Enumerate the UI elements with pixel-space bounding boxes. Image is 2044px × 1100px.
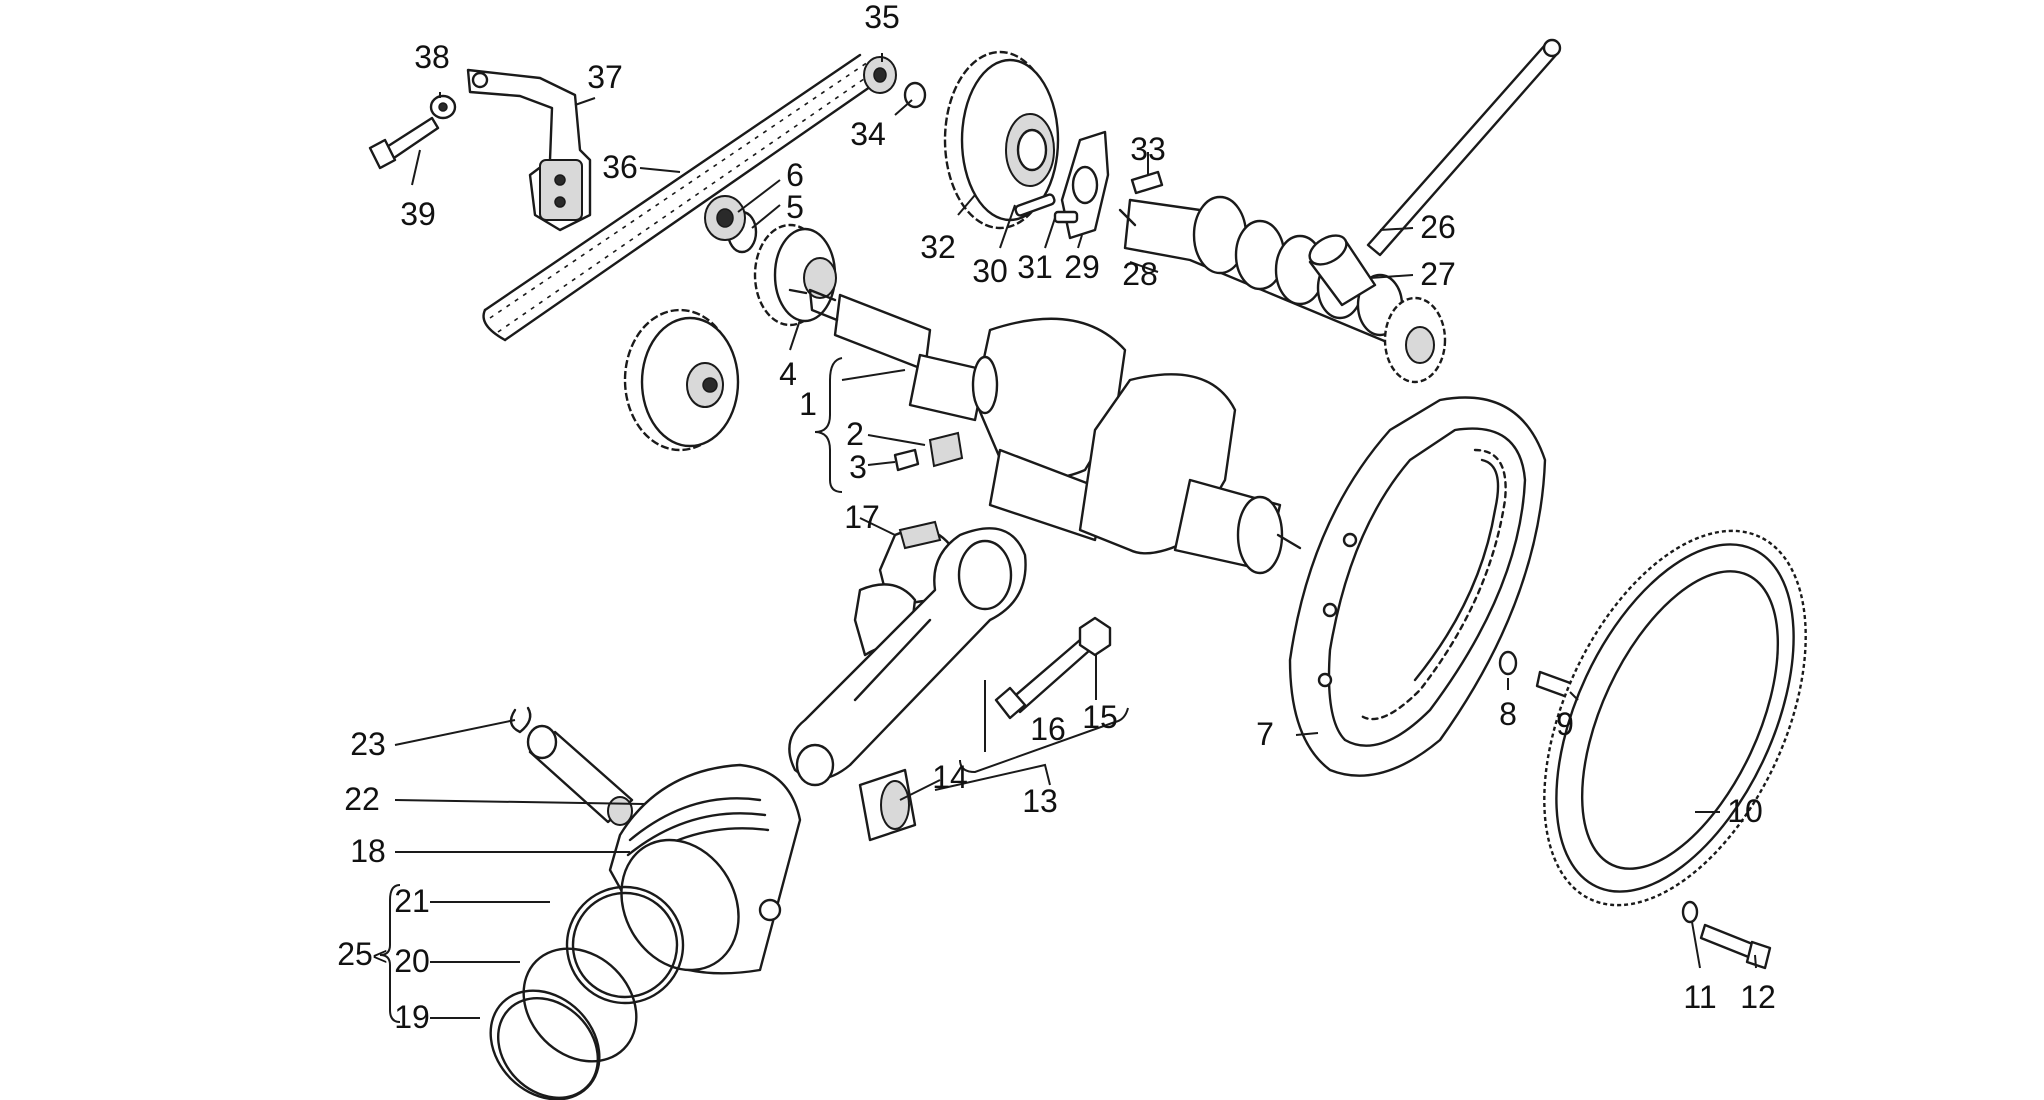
callout-39: 39 [400, 196, 436, 232]
leader-lines [379, 53, 1757, 1023]
callout-38: 38 [414, 39, 450, 75]
washer-11 [1681, 900, 1699, 924]
callout-7: 7 [1256, 716, 1274, 752]
callout-3: 3 [849, 449, 867, 485]
callout-17: 17 [844, 499, 880, 535]
tappet-27 [1308, 234, 1377, 307]
bearing-3 [893, 448, 920, 472]
callout-6: 6 [786, 157, 804, 193]
nut-15 [1078, 616, 1112, 657]
callout-33: 33 [1130, 131, 1166, 167]
crank-sprocket-4 [753, 223, 837, 327]
callout-13: 13 [1022, 783, 1058, 819]
crankshaft-1 [788, 288, 1302, 575]
callout-25: 25 [337, 936, 373, 972]
callout-9: 9 [1556, 706, 1574, 742]
callout-23: 23 [350, 726, 386, 762]
bolt-12 [1699, 923, 1772, 970]
nut-6 [704, 195, 746, 241]
callout-27: 27 [1420, 256, 1456, 292]
callout-12: 12 [1740, 979, 1776, 1015]
oil-pump-sprocket [623, 308, 740, 452]
bush-14 [858, 768, 917, 842]
callout-30: 30 [972, 253, 1008, 289]
callout-31: 31 [1017, 249, 1053, 285]
callout-32: 32 [920, 229, 956, 265]
callout-16: 16 [1030, 711, 1066, 747]
callout-35: 35 [864, 0, 900, 35]
callout-19: 19 [394, 999, 430, 1035]
callout-1: 1 [799, 386, 817, 422]
piston-ring-19 [489, 989, 601, 1100]
callout-2: 2 [846, 416, 864, 452]
callout-18: 18 [350, 833, 386, 869]
callout-5: 5 [786, 189, 804, 225]
callout-labels: 1 2 3 4 5 6 7 8 9 10 11 12 13 14 15 16 1… [337, 0, 1776, 1035]
ring-gear-10 [1543, 529, 1807, 907]
callout-20: 20 [394, 943, 430, 979]
callout-22: 22 [344, 781, 380, 817]
callout-8: 8 [1499, 696, 1517, 732]
connecting-rod-13 [788, 527, 1027, 787]
timing-chain [482, 53, 882, 342]
bearing-2 [928, 431, 964, 468]
callout-37: 37 [587, 59, 623, 95]
piston-18 [608, 763, 802, 975]
pin-31 [1053, 210, 1079, 224]
key-33 [1130, 170, 1164, 195]
callout-15: 15 [1082, 699, 1118, 735]
circlip-23 [509, 706, 532, 734]
push-rod-26 [1366, 38, 1562, 257]
callout-29: 29 [1064, 249, 1100, 285]
bolt-16 [994, 638, 1092, 720]
cam-sprocket-32 [943, 50, 1060, 230]
piston-ring-20 [522, 947, 638, 1063]
flywheel-7 [1288, 396, 1547, 777]
gudgeon-pin-22 [526, 724, 634, 826]
callout-25-bracket: < [372, 941, 387, 971]
callout-36: 36 [602, 149, 638, 185]
pin-30 [1014, 193, 1056, 217]
callout-26: 26 [1420, 209, 1456, 245]
callout-34: 34 [850, 116, 886, 152]
washer-8 [1498, 650, 1518, 676]
callout-11: 11 [1683, 979, 1716, 1015]
callout-21: 21 [394, 883, 430, 919]
callout-4: 4 [779, 356, 797, 392]
piston-ring-21 [565, 885, 685, 1005]
chain-tensioner [466, 68, 592, 232]
callout-28: 28 [1122, 256, 1158, 292]
bolt-39 [368, 116, 440, 170]
callout-10: 10 [1727, 793, 1763, 829]
washer-38 [429, 94, 457, 120]
callout-14: 14 [932, 759, 968, 795]
nut-35 [863, 56, 897, 94]
